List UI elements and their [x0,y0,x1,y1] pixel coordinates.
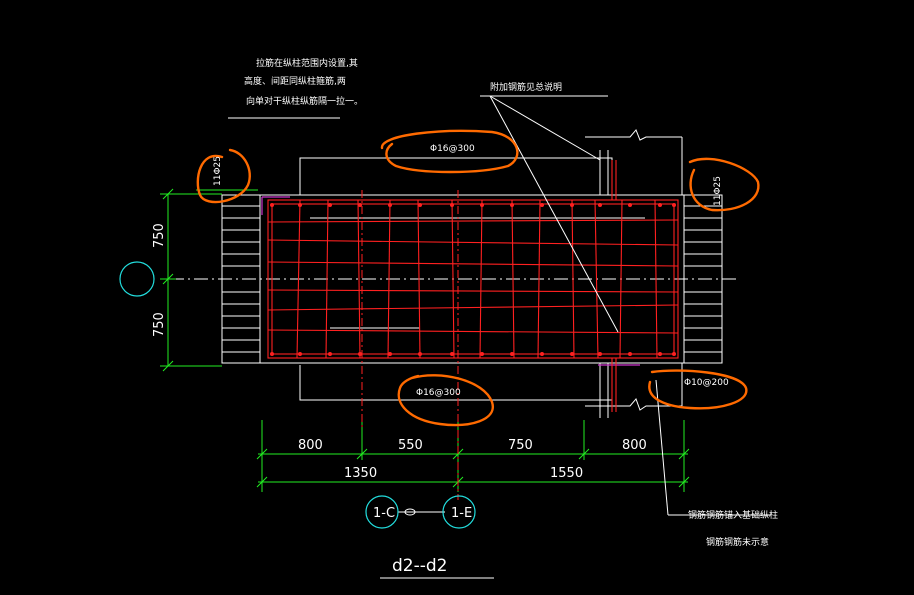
markup-left-rebar [196,148,251,204]
rebar-top-label: Φ16@300 [430,144,475,154]
note-top-left-line1: 拉筋在纵柱范围内设置,其 [256,57,358,69]
orange-markups [196,129,760,427]
markup-stirrup [648,369,748,410]
purple-accent [261,196,640,366]
left-hatch [222,205,260,353]
vertical-grid-refs [361,190,459,500]
note-bottom-right-line1: 钢筋钢筋锚入基础纵柱 [688,509,778,521]
link-marker [404,508,416,516]
note-top-left-line2: 高度、间距同纵柱箍筋,两 [244,75,346,87]
dim-1550: 1550 [550,466,583,481]
concrete-outline [170,129,740,418]
rebar-dots [270,203,676,356]
axis-label-1c: 1-C [373,506,395,521]
dim-800-right: 800 [622,438,647,453]
dim-1350: 1350 [344,466,377,481]
axis-bubble-left [119,261,155,297]
rebar-cage [267,160,679,412]
rebar-left-label: 11Φ25 [213,156,223,186]
rebar-right-label: 11Φ25 [713,176,723,206]
axis-bubble-1c [365,495,399,529]
leader-lines [228,95,770,579]
dim-750: 750 [508,438,533,453]
rebar-stirrup-label: Φ10@200 [684,378,729,388]
dim-550: 550 [398,438,423,453]
rebar-bottom-label: Φ16@300 [416,388,461,398]
markup-top-rebar [380,129,519,174]
dim-800-left: 800 [298,438,323,453]
markup-bottom-rebar [397,374,494,427]
note-top-right: 附加钢筋见总说明 [490,81,562,93]
axis-bubble-1e [442,495,476,529]
section-title: d2--d2 [392,556,447,576]
note-top-left-line3: 向单对干纵柱纵筋隔一拉一。 [246,95,363,107]
dim-vertical-lower: 750 [152,312,167,337]
axis-label-1e: 1-E [451,506,472,521]
markup-right-rebar [688,157,760,212]
right-hatch [684,205,722,353]
dimension-lines [160,188,690,492]
note-bottom-right-line2: 钢筋钢筋未示意 [706,536,769,548]
dim-vertical-upper: 750 [152,223,167,248]
